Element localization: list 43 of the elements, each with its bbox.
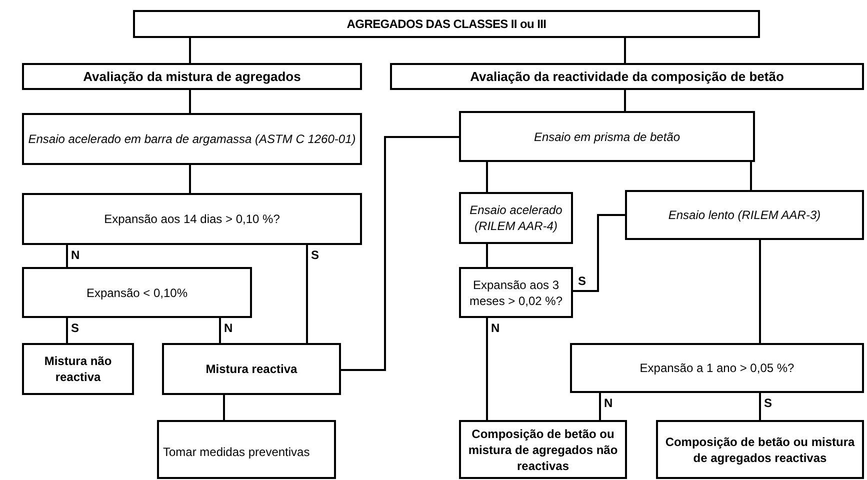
process-box: Expansão aos 14 dias > 0,10 %?: [22, 193, 362, 245]
connector-line: [759, 393, 761, 420]
process-box: Ensaio lento (RILEM AAR-3): [625, 190, 864, 240]
process-box: Avaliação da mistura de agregados: [22, 63, 362, 90]
process-box: Expansão a 1 ano > 0,05 %?: [570, 343, 864, 393]
edge-label: S: [763, 396, 774, 410]
process-box: Mistura não reactiva: [22, 343, 134, 395]
connector-line: [624, 90, 626, 111]
connector-line: [306, 245, 308, 343]
edge-label: N: [603, 396, 614, 410]
edge-label: S: [310, 248, 320, 262]
process-box: Composição de betão ou mistura de agregados reactivas: [656, 420, 864, 479]
process-box: Ensaio acelerado em barra de argamassa (ASTM C 1260-01): [22, 113, 362, 165]
connector-line: [486, 162, 488, 192]
connector-line: [223, 395, 225, 420]
process-box: Mistura reactiva: [162, 343, 341, 395]
edge-label: S: [70, 321, 80, 335]
connector-line: [189, 165, 191, 193]
connector-line: [189, 90, 191, 113]
edge-label: N: [70, 248, 81, 262]
connector-line: [573, 214, 625, 292]
process-box: Tomar medidas preventivas: [157, 420, 336, 479]
process-box: Composição de betão ou mistura de agregados não reactivas: [459, 420, 627, 479]
process-box: Ensaio acelerado (RILEM AAR-4): [459, 192, 573, 244]
process-box: AGREGADOS DAS CLASSES II ou III: [133, 10, 760, 38]
edge-label: N: [223, 321, 234, 335]
connector-line: [750, 162, 752, 190]
process-box: Expansão < 0,10%: [22, 267, 252, 318]
edge-label: S: [577, 274, 588, 288]
connector-line: [486, 244, 488, 267]
edge-label: N: [490, 321, 501, 335]
connector-line: [624, 38, 626, 63]
connector-line: [759, 240, 761, 343]
connector-line: [486, 318, 488, 420]
connector-line: [219, 318, 221, 343]
process-box: Expansão aos 3 meses > 0,02 %?: [459, 267, 573, 318]
connector-line: [66, 245, 68, 267]
process-box: Avaliação da reactividade da composição de betão: [390, 63, 864, 90]
connector-line: [66, 318, 68, 343]
connector-line: [599, 393, 601, 420]
connector-line: [341, 136, 459, 371]
connector-line: [189, 38, 191, 63]
process-box: Ensaio em prisma de betão: [459, 111, 755, 162]
